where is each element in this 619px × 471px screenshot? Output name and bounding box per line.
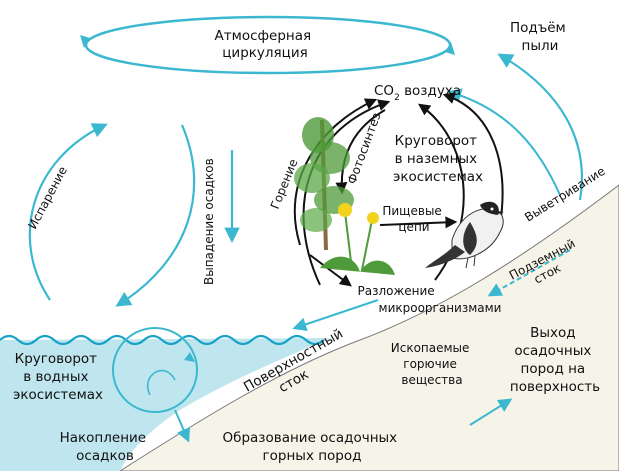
water-surface-wave [0, 334, 325, 346]
fossil-fuels-label: Ископаемые горючие вещества [391, 341, 473, 387]
water-area [0, 338, 330, 471]
atmospheric-circulation-label: Атмосферная циркуляция [215, 28, 316, 61]
co2-label: CO2 воздуха [374, 83, 461, 103]
sediment-exit-arrow [469, 398, 513, 426]
dust-rise-arrow [497, 53, 583, 201]
dandelion-illustration [320, 203, 395, 275]
evaporation-arrow [28, 123, 108, 301]
atmosphere-arrowhead-left [80, 35, 90, 48]
precipitation-label: Выпадение осадков [202, 158, 216, 285]
sediment-exit-label: Выход осадочных пород на поверхность [510, 325, 600, 395]
ground-area [119, 184, 619, 471]
atmosphere-arrowhead-right [445, 42, 455, 55]
sedimentary-formation-label: Образование осадочных горных пород [223, 430, 402, 464]
tree-illustration [294, 117, 354, 251]
sediment-accumulation-label: Накопление осадков [60, 430, 151, 464]
water-inner-loop [147, 369, 176, 396]
land-cycle-label: Круговорот в наземных экосистемах [393, 133, 483, 185]
bird-illustration [425, 201, 504, 269]
underground-runoff-arrow [487, 249, 571, 297]
water-cycle-label: Круговорот в водных экосистемах [13, 351, 103, 403]
surface-runoff-arrow [292, 299, 379, 332]
plant-to-decomposition-arrow [309, 254, 352, 287]
water-loop-arrowhead [184, 352, 195, 362]
sediment-accumulation-arrow [174, 409, 190, 443]
water-ecosystem-loop [112, 327, 198, 413]
precipitation-arc-arrow [115, 124, 196, 307]
photosynthesis-arrow [335, 109, 386, 195]
decomposition-label: Разложение микроорганизмами [357, 284, 501, 315]
combustion-arrow-1 [293, 98, 378, 246]
food-chains-label: Пищевые цепи [382, 204, 445, 234]
food-chain-arrow [379, 216, 458, 229]
bird-respiration-arrow [442, 92, 504, 226]
dust-rise-label: Подъём пыли [510, 20, 570, 54]
weathering-arrow [447, 88, 561, 196]
